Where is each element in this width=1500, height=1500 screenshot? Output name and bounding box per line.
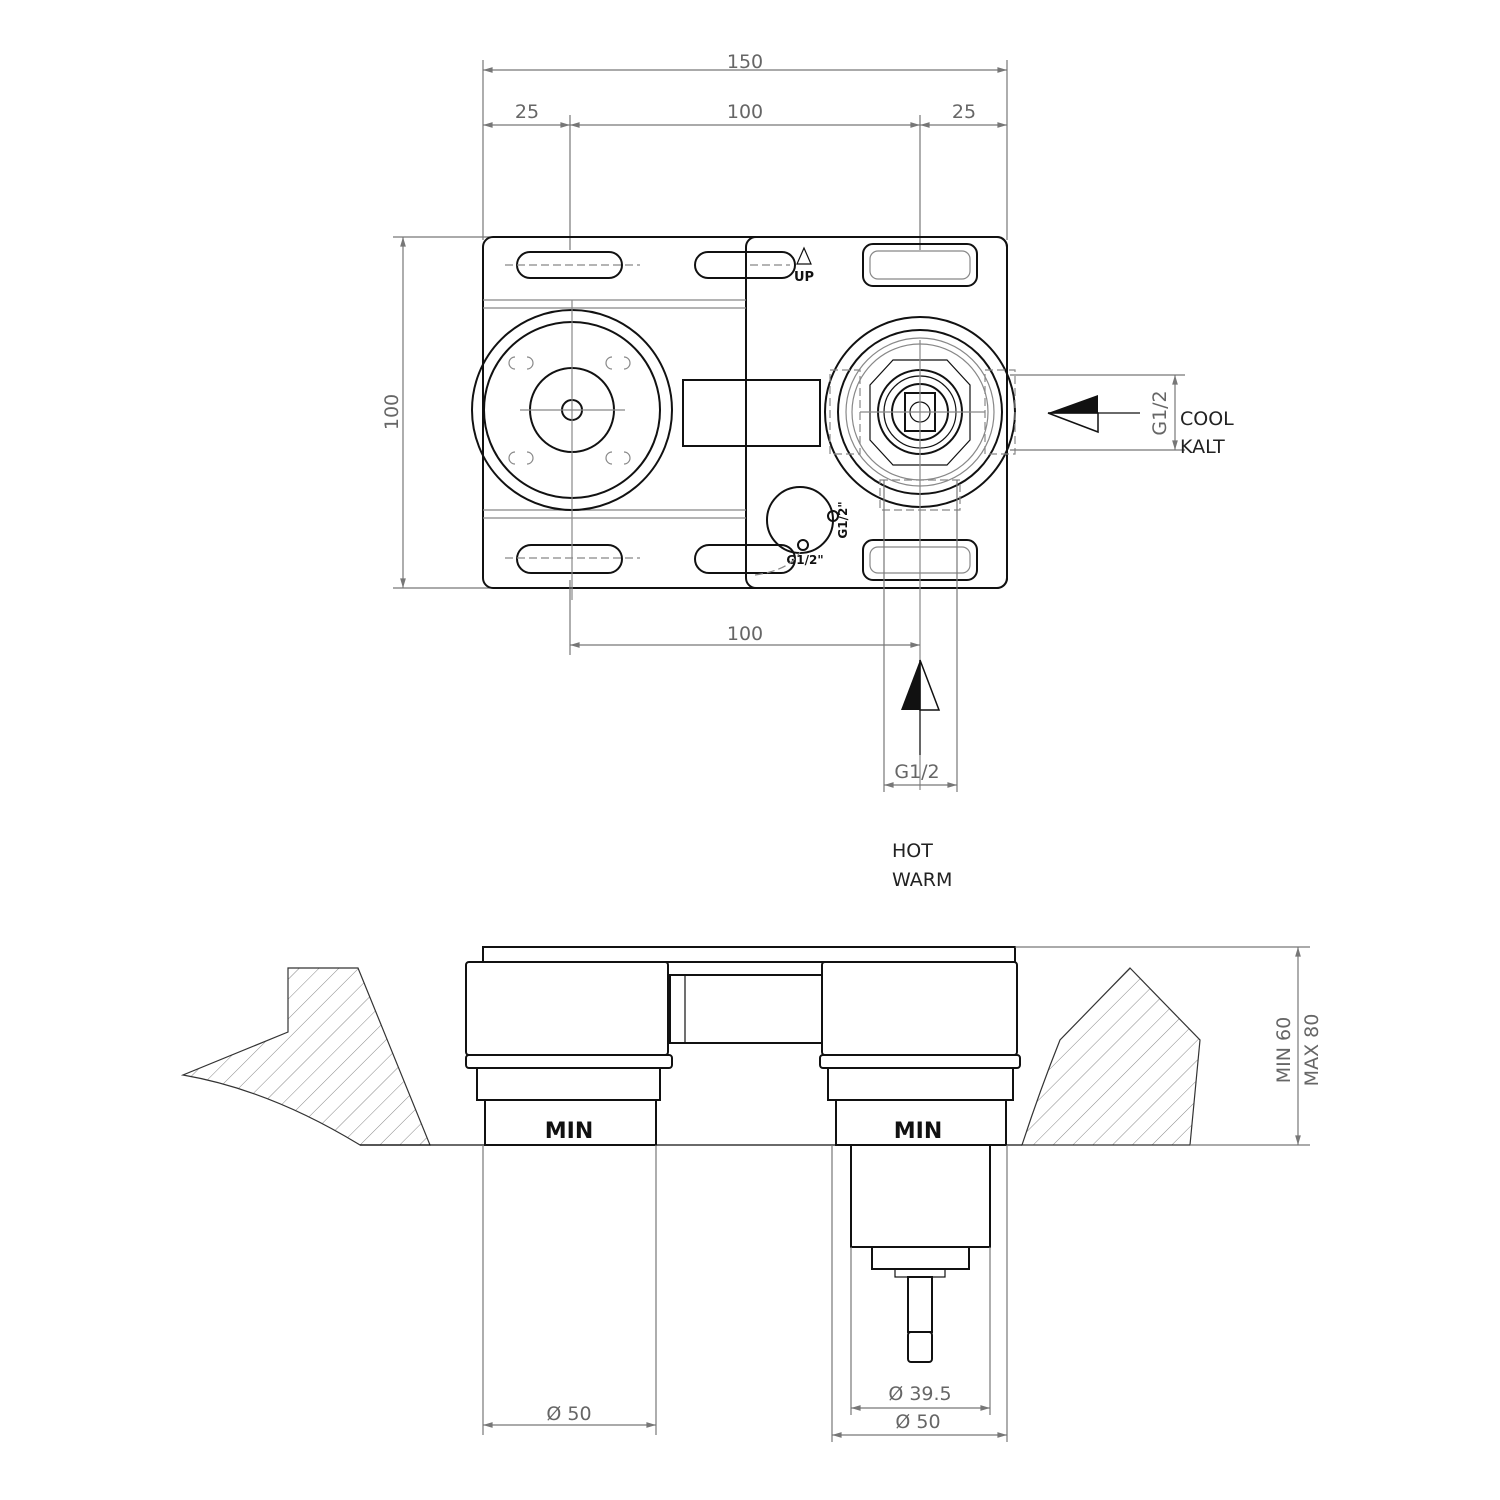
dim-text: MIN 60 bbox=[1273, 1017, 1295, 1083]
mounting-slots bbox=[505, 243, 978, 581]
dim-text: MAX 80 bbox=[1301, 1014, 1323, 1087]
port-label: G1/2" bbox=[836, 501, 850, 538]
dim-text: 100 bbox=[381, 394, 403, 430]
dim-text: G1/2 bbox=[1149, 390, 1171, 435]
port-label: G1/2" bbox=[786, 553, 823, 567]
hot-label: HOT bbox=[892, 840, 933, 862]
dimension-hole-spacing: 25 100 25 bbox=[483, 101, 1008, 250]
up-text: UP bbox=[794, 270, 814, 285]
dim-text: 150 bbox=[727, 51, 763, 73]
dimension-bottom-spacing: 100 bbox=[569, 580, 921, 655]
cold-label: COOL bbox=[1180, 408, 1234, 430]
cold-label-de: KALT bbox=[1180, 436, 1225, 458]
dim-text: Ø 50 bbox=[546, 1403, 591, 1425]
wall-section-left bbox=[180, 967, 431, 1146]
min-mark-left: MIN bbox=[545, 1119, 594, 1144]
top-view: 150 25 100 25 100 bbox=[381, 51, 1234, 891]
up-marker: UP bbox=[794, 246, 814, 285]
cartridge bbox=[850, 1144, 991, 1363]
dimension-total-width: 150 bbox=[482, 51, 1008, 240]
dimension-diameters: Ø 50 Ø 39.5 Ø 50 bbox=[482, 1145, 1008, 1442]
dim-text: 25 bbox=[515, 101, 539, 123]
min-mark-right: MIN bbox=[894, 1119, 943, 1144]
hot-inlet-arrow: G1/2 bbox=[883, 659, 958, 788]
dim-text: G1/2 bbox=[894, 761, 939, 783]
dim-text: 25 bbox=[952, 101, 976, 123]
wall-section-right bbox=[1021, 967, 1201, 1146]
valve-panel bbox=[745, 236, 1008, 589]
cold-inlet-arrow: G1/2 bbox=[1047, 375, 1178, 450]
outlet-ports: G1/2" G1/2" bbox=[754, 486, 850, 576]
dimension-height: 100 bbox=[381, 236, 490, 589]
left-valve-body bbox=[471, 300, 673, 600]
hot-label-de: WARM bbox=[892, 869, 952, 891]
dim-text: 100 bbox=[727, 623, 763, 645]
dim-text: Ø 50 bbox=[895, 1411, 940, 1433]
dim-text: 100 bbox=[727, 101, 763, 123]
dimension-depth: MIN 60 MAX 80 bbox=[1015, 946, 1323, 1146]
connector-pipe bbox=[682, 379, 821, 447]
side-view: MIN MIN MIN 60 MAX 80 bbox=[180, 946, 1323, 1442]
dim-text: Ø 39.5 bbox=[888, 1383, 951, 1405]
right-valve-body bbox=[824, 316, 1185, 792]
